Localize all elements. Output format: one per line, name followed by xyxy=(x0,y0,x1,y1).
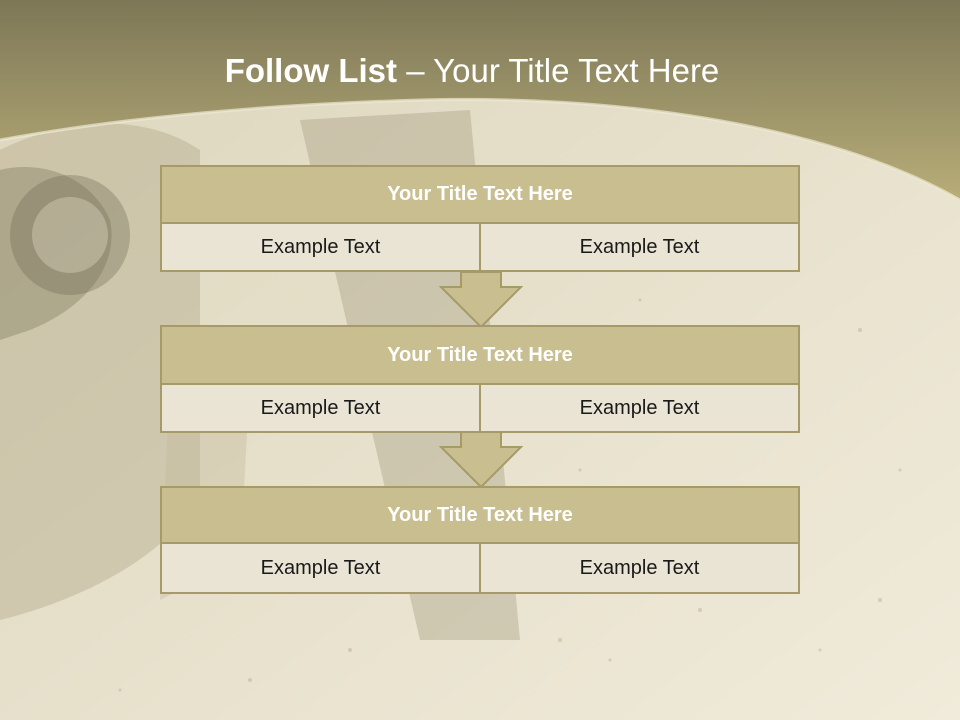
flow-box-row: Example Text Example Text xyxy=(162,385,798,431)
flow-box-row: Example Text Example Text xyxy=(162,224,798,270)
flow-box-title: Your Title Text Here xyxy=(162,488,798,544)
flow-box-cell-left: Example Text xyxy=(162,224,479,270)
flow-box-2: Your Title Text Here Example Text Exampl… xyxy=(160,325,800,433)
flow-box-cell-left: Example Text xyxy=(162,544,479,592)
slide-title-bold: Follow List xyxy=(224,52,398,89)
flow-box-title: Your Title Text Here xyxy=(162,327,798,385)
flow-box-cell-right: Example Text xyxy=(479,385,798,431)
flow-box-3: Your Title Text Here Example Text Exampl… xyxy=(160,486,800,594)
flow-box-title: Your Title Text Here xyxy=(162,167,798,224)
flow-box-1: Your Title Text Here Example Text Exampl… xyxy=(160,165,800,272)
slide-title-rest: – Your Title Text Here xyxy=(406,52,720,89)
down-arrow-icon xyxy=(439,271,523,329)
flow-box-cell-right: Example Text xyxy=(479,224,798,270)
slide-title: Follow List – Your Title Text Here xyxy=(0,52,944,90)
flow-box-cell-right: Example Text xyxy=(479,544,798,592)
down-arrow-icon xyxy=(439,431,523,489)
flow-box-cell-left: Example Text xyxy=(162,385,479,431)
flow-box-row: Example Text Example Text xyxy=(162,544,798,592)
